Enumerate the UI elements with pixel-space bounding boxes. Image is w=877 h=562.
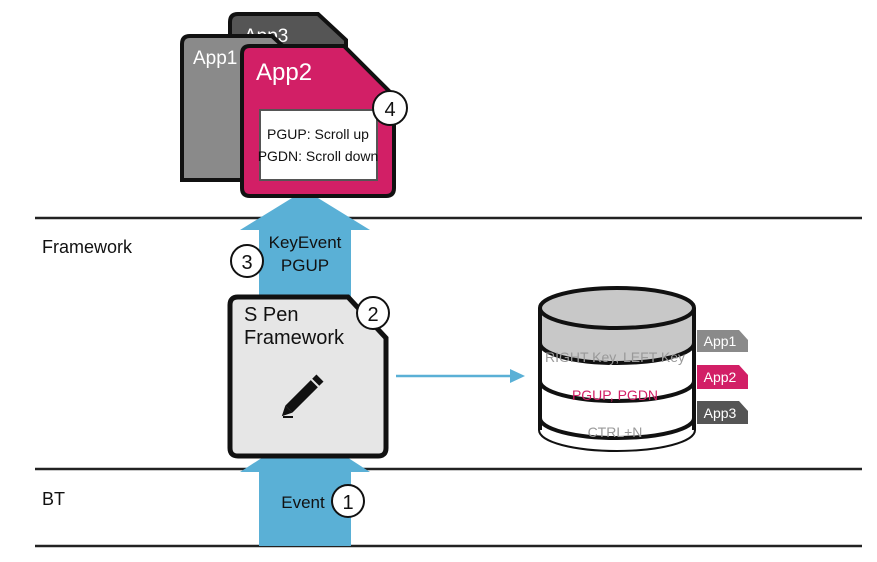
keyevent-arrow [240, 190, 370, 300]
database [538, 286, 696, 452]
step-badge-2: 2 [356, 296, 390, 330]
step-badge-4: 4 [372, 90, 408, 126]
spen-title-line1: S Pen [244, 304, 298, 326]
step-badge-1: 1 [331, 484, 365, 518]
event-arrow [240, 430, 370, 546]
connector-arrowhead [510, 369, 525, 383]
db-tag-app2-label: App2 [704, 369, 737, 385]
spen-title-line2: Framework [244, 327, 345, 349]
app2-mapping-line2: PGDN: Scroll down [258, 148, 379, 164]
db-row-3: CTRL+N [588, 424, 643, 440]
layer-label-bt: BT [42, 489, 65, 509]
app2-mapping-box [259, 109, 378, 181]
db-row-1: RIGHT Key, LEFT Key [545, 349, 685, 365]
db-tag-app2 [697, 365, 748, 389]
event-label: Event [281, 493, 325, 512]
app1-card-label: App1 [193, 48, 237, 69]
step-badge-3-label: 3 [241, 252, 252, 274]
db-tag-app1 [697, 330, 748, 352]
step-badge-4-label: 4 [384, 99, 395, 121]
step-badge-2-label: 2 [367, 304, 378, 326]
keyevent-label-line2: PGUP [281, 256, 329, 275]
app2-mapping-line1: PGUP: Scroll up [267, 126, 369, 142]
layer-label-framework: Framework [42, 237, 133, 257]
spen-framework-box [227, 294, 389, 459]
keyevent-label-line1: KeyEvent [269, 233, 342, 252]
step-badge-1-label: 1 [342, 492, 353, 514]
app2-card-label: App2 [256, 59, 312, 86]
db-tag-app3 [697, 401, 748, 424]
db-tag-app1-label: App1 [704, 333, 737, 349]
db-row-2: PGUP, PGDN [572, 387, 658, 403]
db-tag-app3-label: App3 [704, 405, 737, 421]
step-badge-3: 3 [230, 244, 264, 278]
